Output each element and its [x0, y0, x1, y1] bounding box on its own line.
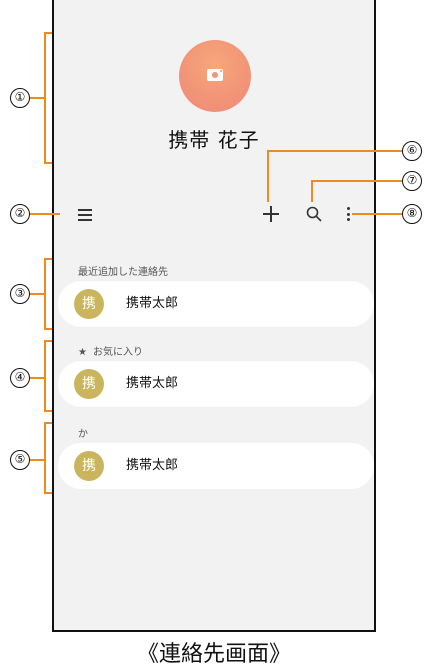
- callout-6: ⑥: [402, 141, 422, 161]
- callout-8: ⑧: [402, 204, 422, 224]
- bracket-1: [44, 32, 52, 164]
- contact-name: 携帯太郎: [126, 458, 179, 473]
- profile-name: 携帯 花子: [168, 128, 260, 152]
- contact-card[interactable]: 携 携帯太郎: [58, 361, 374, 407]
- leader-4: [30, 377, 44, 379]
- contact-avatar: 携: [74, 451, 104, 481]
- leader-5: [30, 459, 44, 461]
- contact-card[interactable]: 携 携帯太郎: [58, 281, 374, 327]
- leader-6-v: [267, 150, 269, 202]
- bracket-3: [44, 258, 52, 330]
- leader-8: [352, 213, 402, 215]
- leader-7-h: [311, 180, 402, 182]
- callout-3: ③: [10, 284, 30, 304]
- figure-caption: 《連絡先画面》: [136, 642, 291, 667]
- callout-7: ⑦: [402, 171, 422, 191]
- leader-3: [30, 293, 44, 295]
- bracket-5: [44, 422, 52, 494]
- more-vertical-icon[interactable]: [346, 207, 350, 221]
- leader-1: [30, 97, 44, 99]
- leader-7-v: [311, 180, 313, 202]
- search-icon[interactable]: [306, 206, 322, 222]
- contact-card[interactable]: 携 携帯太郎: [58, 443, 374, 489]
- callout-4: ④: [10, 368, 30, 388]
- contact-avatar: 携: [74, 369, 104, 399]
- leader-2: [30, 213, 60, 215]
- profile-avatar[interactable]: [179, 40, 251, 112]
- plus-icon[interactable]: [263, 206, 279, 222]
- section-label-recent: 最近追加した連絡先: [78, 267, 168, 278]
- section-label-index: か: [78, 429, 88, 440]
- star-icon: ★: [78, 347, 87, 358]
- callout-1: ①: [10, 88, 30, 108]
- camera-icon: [207, 69, 223, 81]
- section-label-favorites: ★ お気に入り: [78, 343, 143, 358]
- contact-avatar: 携: [74, 289, 104, 319]
- leader-6-h: [267, 150, 402, 152]
- favorites-label-text: お気に入り: [92, 347, 143, 358]
- hamburger-menu-icon[interactable]: [78, 209, 92, 221]
- contact-name: 携帯太郎: [126, 376, 179, 391]
- contact-name: 携帯太郎: [126, 296, 179, 311]
- callout-2: ②: [10, 204, 30, 224]
- callout-5: ⑤: [10, 450, 30, 470]
- bracket-4: [44, 340, 52, 412]
- phone-screen: 携帯 花子 最近追加した連絡先 携 携帯太郎 ★ お気に入り 携 携帯太郎 か 携…: [52, 0, 376, 632]
